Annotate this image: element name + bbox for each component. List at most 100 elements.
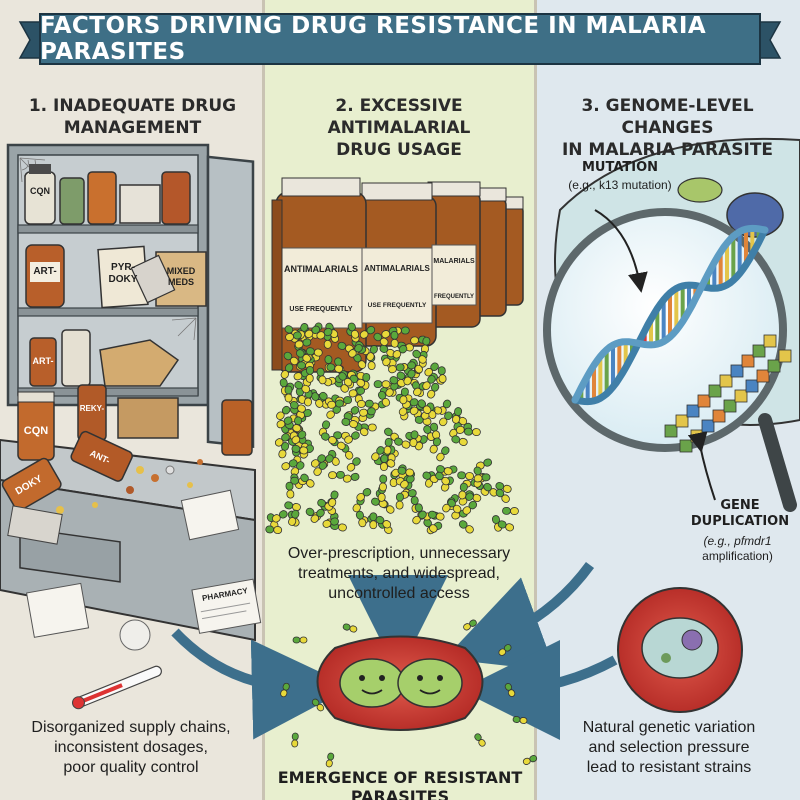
panel2-caption-line1: Over-prescription, unnecessary bbox=[287, 545, 511, 562]
capsule bbox=[422, 471, 439, 484]
title-ribbon bbox=[18, 13, 782, 65]
capsule bbox=[342, 472, 360, 483]
scatter-capsule bbox=[504, 683, 516, 697]
crumpled-paper bbox=[119, 619, 151, 651]
capsule bbox=[278, 442, 290, 459]
jar-label-far bbox=[431, 244, 477, 306]
capsule bbox=[424, 362, 439, 377]
title-banner: Factors Driving Drug Resistance in Malar… bbox=[40, 13, 760, 65]
spilled-pills bbox=[56, 459, 203, 514]
mutation-example: (e.g., k13 mutation) bbox=[568, 178, 672, 192]
capsule bbox=[316, 327, 333, 340]
jar-label-front-sub: USE FREQUENTLY bbox=[289, 306, 353, 313]
capsule bbox=[310, 508, 325, 523]
jar-label-far-sub: FREQUENTLY bbox=[433, 294, 475, 300]
gene-dup-line1: GENE bbox=[720, 498, 760, 513]
capsule bbox=[341, 417, 358, 429]
gene-segment bbox=[708, 384, 722, 398]
capsule bbox=[310, 454, 326, 468]
scatter-capsule bbox=[280, 682, 290, 698]
capsule bbox=[462, 500, 478, 515]
capsule bbox=[458, 492, 474, 506]
capsule bbox=[305, 365, 314, 383]
capsule bbox=[437, 366, 447, 384]
label-mixed-line2: MEDS bbox=[167, 277, 194, 287]
capsule bbox=[464, 427, 481, 436]
capsule bbox=[280, 363, 294, 379]
capsule bbox=[328, 490, 339, 507]
label-cqn-top: CQN bbox=[30, 186, 50, 196]
capsule bbox=[284, 501, 301, 512]
bottle-art-top bbox=[25, 244, 65, 308]
capsule bbox=[429, 437, 442, 454]
capsule bbox=[502, 506, 519, 515]
capsule bbox=[276, 416, 293, 429]
gene-segment bbox=[763, 334, 777, 348]
arrow-panel1-to-outcome bbox=[171, 628, 352, 740]
capsule bbox=[395, 492, 404, 510]
scattered-capsules bbox=[280, 619, 538, 768]
capsule bbox=[369, 512, 378, 530]
capsule bbox=[430, 422, 441, 440]
capsule bbox=[347, 322, 360, 339]
capsule bbox=[400, 474, 415, 489]
jar-label-far-title: MALARIALS bbox=[433, 258, 475, 265]
scatter-capsule bbox=[325, 752, 335, 768]
gene-duplication-label: GENE DUPLICATION bbox=[690, 498, 790, 530]
capsule bbox=[289, 401, 306, 413]
capsule bbox=[356, 487, 372, 502]
duplicated-gene-segment bbox=[664, 334, 792, 453]
capsule bbox=[426, 382, 440, 399]
capsule bbox=[284, 385, 293, 403]
panel1-caption-line3: poor quality control bbox=[63, 759, 199, 776]
gene-segment bbox=[712, 409, 726, 423]
jar-row bbox=[271, 177, 524, 373]
gene-dup-example-line2: amplification) bbox=[702, 549, 773, 563]
capsule bbox=[285, 331, 302, 342]
capsule bbox=[356, 399, 374, 408]
panel3-heading-line1: 3. Genome-Level Changes bbox=[581, 96, 754, 138]
capsule bbox=[291, 430, 307, 445]
capsule bbox=[371, 446, 385, 461]
capsule bbox=[375, 515, 392, 529]
capsule bbox=[385, 381, 399, 397]
capsule bbox=[294, 381, 311, 394]
gene-dup-example-line1: (e.g., pfmdr1 bbox=[703, 534, 772, 548]
jar-label-mid-sub: USE FREQUENTLY bbox=[367, 302, 427, 309]
capsule bbox=[349, 374, 366, 388]
scatter-capsule bbox=[463, 619, 477, 631]
gene-duplication-example: (e.g., pfmdr1 amplification) bbox=[680, 534, 795, 564]
jar-partial-left bbox=[271, 199, 283, 371]
capsule bbox=[371, 497, 388, 508]
gene-segment bbox=[697, 394, 711, 408]
label-pyrdoky: PYR- DOKY bbox=[102, 262, 144, 286]
bottle-brown bbox=[161, 171, 191, 225]
capsule bbox=[377, 390, 391, 407]
capsule bbox=[390, 330, 399, 348]
panel2-caption: Over-prescription, unnecessary treatment… bbox=[266, 544, 532, 604]
gene-dup-line2: DUPLICATION bbox=[690, 514, 790, 529]
label-mixed-line1: MIXED bbox=[166, 266, 196, 276]
capsule bbox=[353, 353, 367, 369]
capsule bbox=[428, 510, 445, 521]
capsule bbox=[439, 411, 453, 427]
capsule bbox=[316, 367, 327, 385]
capsule bbox=[422, 375, 436, 390]
dna-strand bbox=[571, 224, 769, 404]
panel1-caption: Disorganized supply chains, inconsistent… bbox=[0, 718, 262, 778]
capsule bbox=[400, 489, 417, 499]
gene-segment bbox=[723, 399, 737, 413]
capsule bbox=[451, 509, 468, 520]
capsule bbox=[355, 510, 367, 528]
scatter-capsule bbox=[498, 644, 512, 656]
capsule bbox=[399, 387, 409, 405]
capsule bbox=[458, 520, 474, 534]
capsule bbox=[412, 349, 427, 364]
scatter-capsule bbox=[292, 636, 308, 644]
capsule bbox=[322, 517, 339, 528]
bottle-art-mid bbox=[29, 329, 91, 387]
panel3-heading-line2: in Malaria Parasite bbox=[561, 140, 774, 160]
capsule bbox=[311, 392, 324, 408]
gene-segment bbox=[734, 389, 748, 403]
